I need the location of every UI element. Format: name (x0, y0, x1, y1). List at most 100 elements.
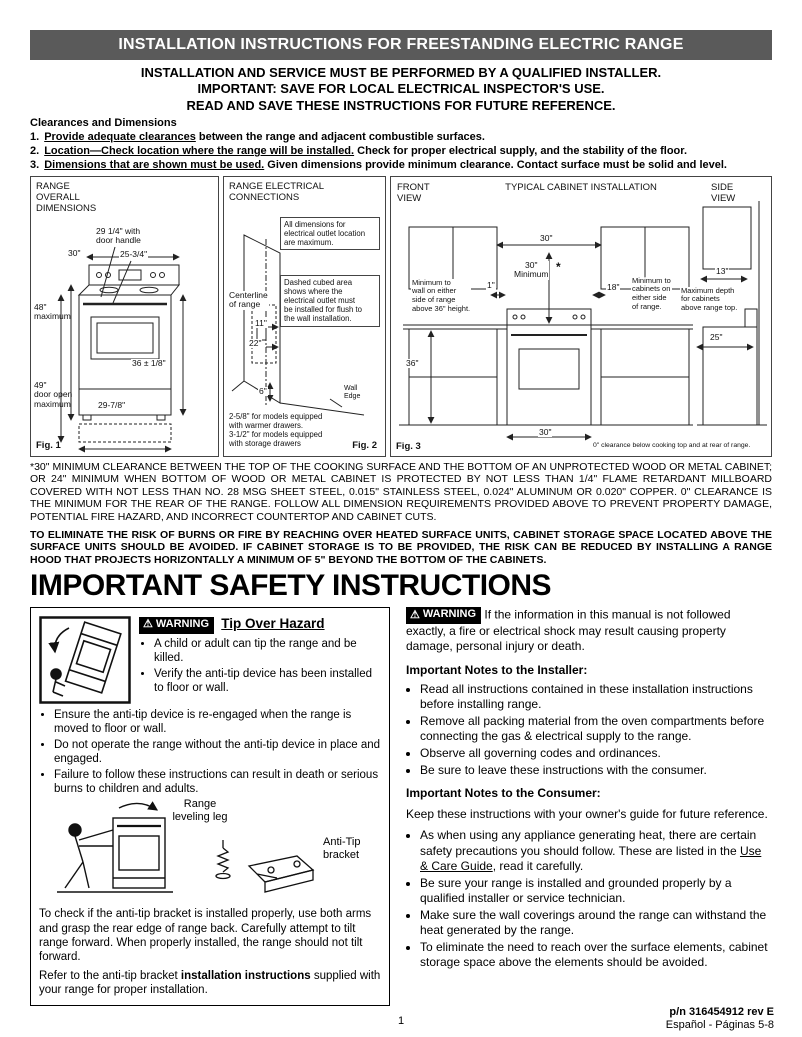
tip-over-header-area: ⚠WARNING Tip Over Hazard A child or adul… (131, 616, 381, 704)
fig1-dim-height: 48" maximum (34, 301, 71, 322)
fig1-caption: Fig. 1 (36, 439, 61, 451)
anti-tip-check-paragraph: To check if the anti-tip bracket is inst… (39, 908, 372, 963)
fig3-caption: Fig. 3 (396, 440, 421, 452)
fig3-note-zero-clearance: 0" clearance below cooking top and at re… (593, 441, 751, 449)
fig2-centerline-label: Centerline of range (228, 289, 269, 311)
fig3-note-wall-clearance: Minimum to wall on either side of range … (411, 277, 472, 314)
range-tilt-check-illustration (57, 801, 173, 894)
fig3-dim-30-bottom: 30" (538, 426, 553, 438)
right-column: ⚠WARNING If the information in this manu… (390, 607, 772, 972)
safety-columns: ⚠WARNING Tip Over Hazard A child or adul… (30, 607, 772, 1006)
warning-triangle-icon: ⚠ (410, 608, 420, 621)
range-leveling-leg-label: Range leveling leg (172, 798, 228, 824)
consumer-notes-list: As when using any appliance generating h… (406, 828, 772, 970)
refer-text-bold: installation instructions (180, 969, 311, 982)
fig2-note-maximum: All dimensions for electrical outlet loc… (280, 216, 380, 251)
fig1-dim-width: 30" (67, 247, 82, 259)
fig2-dim-11: 11" (254, 317, 268, 329)
fig3-dim-30-top: 30" (539, 232, 554, 244)
fig2-dim-6: 6" (258, 385, 268, 397)
fig3-asterisk: * (556, 259, 561, 274)
clearance-item-2: 2. Location—Check location where the rang… (30, 144, 772, 158)
intro-notices: INSTALLATION AND SERVICE MUST BE PERFORM… (30, 65, 772, 114)
installer-notes-list: Read all instructions contained in these… (406, 682, 772, 779)
item-number: 3. (30, 159, 40, 172)
figure-2-range-electrical-connections: RANGE ELECTRICAL CONNECTIONS All dimensi… (223, 175, 386, 457)
refer-text-post: supplied with your range for proper inst… (39, 969, 381, 996)
clearances-section: Clearances and Dimensions 1. Provide adeq… (30, 117, 772, 173)
item-lead: Dimensions that are shown must be used. (44, 159, 265, 172)
fig1-dim-cooktop-height: 36 ± 1/8" (131, 357, 167, 369)
intro-line-save: READ AND SAVE THESE INSTRUCTIONS FOR FUT… (186, 97, 616, 113)
tip-over-hazard-title: Tip Over Hazard (221, 616, 325, 632)
burns-warning-paragraph: TO ELIMINATE THE RISK OF BURNS OR FIRE B… (30, 528, 772, 566)
fig1-dim-depth: 25-3/4" (119, 248, 149, 260)
bullet-item: To eliminate the need to reach over the … (420, 940, 772, 970)
fig3-dim-25: 25" (709, 331, 724, 343)
bullet-item: Read all instructions contained in these… (420, 682, 772, 712)
range-drawing (57, 246, 187, 453)
cabinet-installation-drawing (399, 200, 767, 441)
bullet-item: Ensure the anti-tip device is re-engaged… (54, 708, 381, 736)
bullet-item: Remove all packing material from the ove… (420, 714, 772, 744)
bullet-item: Be sure your range is installed and grou… (420, 876, 772, 906)
fig1-dim-door-open: 49" door open maximum (34, 379, 73, 410)
consumer-intro-paragraph: Keep these instructions with your owner'… (406, 807, 768, 822)
spanish-pages-note: Español - Páginas 5-8 (665, 1019, 774, 1032)
bullet-item: Failure to follow these instructions can… (54, 768, 381, 796)
warning-badge: ⚠WARNING (139, 617, 215, 634)
bullet-item: Be sure to leave these instructions with… (420, 763, 772, 778)
consumer-bullet-pre: As when using any appliance generating h… (420, 828, 757, 858)
document-title-bar: INSTALLATION INSTRUCTIONS FOR FREESTANDI… (30, 30, 772, 60)
fig1-dim-body-depth: 29-7/8" (97, 399, 127, 411)
general-warning-paragraph: ⚠WARNING If the information in this manu… (406, 607, 772, 654)
tip-over-bullets-outer: Ensure the anti-tip device is re-engaged… (39, 708, 381, 796)
warning-line: ⚠WARNING Tip Over Hazard (139, 616, 381, 634)
anti-tip-bracket-label: Anti-Tip bracket (323, 836, 361, 862)
anti-tip-illustration: Range leveling leg Anti-Tip bracket (39, 798, 381, 902)
tip-over-hazard-box: ⚠WARNING Tip Over Hazard A child or adul… (30, 607, 390, 1006)
fig3-title: TYPICAL CABINET INSTALLATION (505, 181, 657, 193)
figure-3-typical-cabinet-installation: FRONT VIEW TYPICAL CABINET INSTALLATION … (390, 175, 772, 457)
general-warning-text: If the information in this manual is not… (406, 608, 731, 654)
item-lead: Location—Check location where the range … (44, 145, 355, 158)
item-number: 1. (30, 130, 40, 143)
item-text: Given dimensions provide minimum clearan… (264, 159, 727, 172)
warning-word: WARNING (155, 618, 210, 631)
page-number: 1 (397, 1015, 405, 1027)
fig2-caption: Fig. 2 (352, 439, 377, 451)
fig3-dim-13: 13" (715, 265, 730, 277)
installer-notes-heading: Important Notes to the Installer: (406, 663, 588, 678)
item-text: between the range and adjacent combustib… (195, 130, 485, 143)
fig2-title: RANGE ELECTRICAL CONNECTIONS (229, 180, 325, 204)
refer-text-pre: Refer to the anti-tip bracket (39, 969, 181, 982)
bullet-item: Do not operate the range without the ant… (54, 738, 381, 766)
intro-line-inspector: IMPORTANT: SAVE FOR LOCAL ELECTRICAL INS… (197, 81, 605, 97)
fig3-dim-1: 1" (486, 279, 496, 291)
warning-badge: ⚠WARNING (406, 607, 482, 625)
bullet-item: Make sure the wall coverings around the … (420, 908, 772, 938)
figures-row: RANGE OVERALL DIMENSIONS 29 1/4" with do… (30, 175, 772, 457)
fig3-note-cabinet-depth: Maximum depth for cabinets above range t… (680, 285, 739, 313)
fig3-dim-18: 18" (606, 281, 621, 293)
fig3-side-view-label: SIDE VIEW (711, 181, 736, 205)
part-number: p/n 316454912 rev E (669, 1005, 774, 1018)
clearance-item-3: 3. Dimensions that are shown must be used… (30, 158, 772, 172)
part-number-block: p/n 316454912 rev E Español - Páginas 5-… (666, 1006, 774, 1034)
use-care-guide-reference: Use & Care Guide (420, 843, 762, 873)
fig3-dim-36: 36" (405, 357, 420, 369)
bullet-item: Verify the anti-tip device has been inst… (154, 667, 381, 695)
document-title: INSTALLATION INSTRUCTIONS FOR FREESTANDI… (118, 36, 684, 53)
bullet-item: As when using any appliance generating h… (420, 828, 772, 873)
safety-instructions-heading: IMPORTANT SAFETY INSTRUCTIONS (30, 569, 552, 603)
fig1-title: RANGE OVERALL DIMENSIONS (36, 180, 97, 215)
clearance-item-1: 1. Provide adequate clearances between th… (30, 130, 772, 144)
anti-tip-bracket-illustration (215, 840, 315, 894)
anti-tip-refer-paragraph: Refer to the anti-tip bracket installati… (39, 969, 381, 997)
fig2-note-dashed-area: Dashed cubed area shows where the electr… (280, 274, 380, 327)
item-lead: Provide adequate clearances (44, 130, 196, 143)
clearances-heading: Clearances and Dimensions (30, 116, 177, 129)
item-number: 2. (30, 145, 40, 158)
clearance-note-paragraph: *30" MINIMUM CLEARANCE BETWEEN THE TOP O… (30, 460, 772, 524)
intro-line-installer: INSTALLATION AND SERVICE MUST BE PERFORM… (140, 65, 662, 80)
